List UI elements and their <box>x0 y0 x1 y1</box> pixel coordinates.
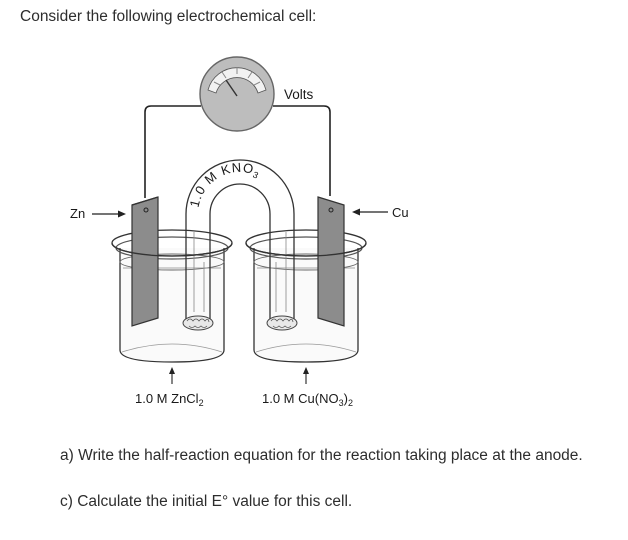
salt-bridge-label: 1.0 M KNO3 <box>187 160 261 209</box>
cotton-plug-left <box>182 315 214 331</box>
zinc-electrode <box>131 196 159 327</box>
wires <box>144 105 331 198</box>
left-solution-arrow <box>169 367 175 384</box>
cotton-plug-right <box>266 315 298 331</box>
copper-label: Cu <box>392 205 409 220</box>
copper-electrode <box>317 196 345 327</box>
voltmeter <box>199 56 275 132</box>
left-beaker <box>111 229 233 363</box>
zinc-label: Zn <box>70 206 85 221</box>
copper-arrow <box>352 208 388 216</box>
salt-bridge <box>185 159 295 322</box>
right-beaker <box>245 229 367 363</box>
left-solution-label: 1.0 M ZnCl2 <box>135 391 204 408</box>
right-solution-arrow <box>303 367 309 384</box>
question-intro: Consider the following electrochemical c… <box>20 8 317 25</box>
question-part-c: c) Calculate the initial E° value for th… <box>60 493 353 510</box>
zinc-arrow <box>92 210 126 218</box>
question-part-a: a) Write the half-reaction equation for … <box>60 447 583 464</box>
voltmeter-needle <box>225 79 238 97</box>
voltmeter-label: Volts <box>284 87 314 102</box>
right-solution-label: 1.0 M Cu(NO3)2 <box>262 391 353 408</box>
